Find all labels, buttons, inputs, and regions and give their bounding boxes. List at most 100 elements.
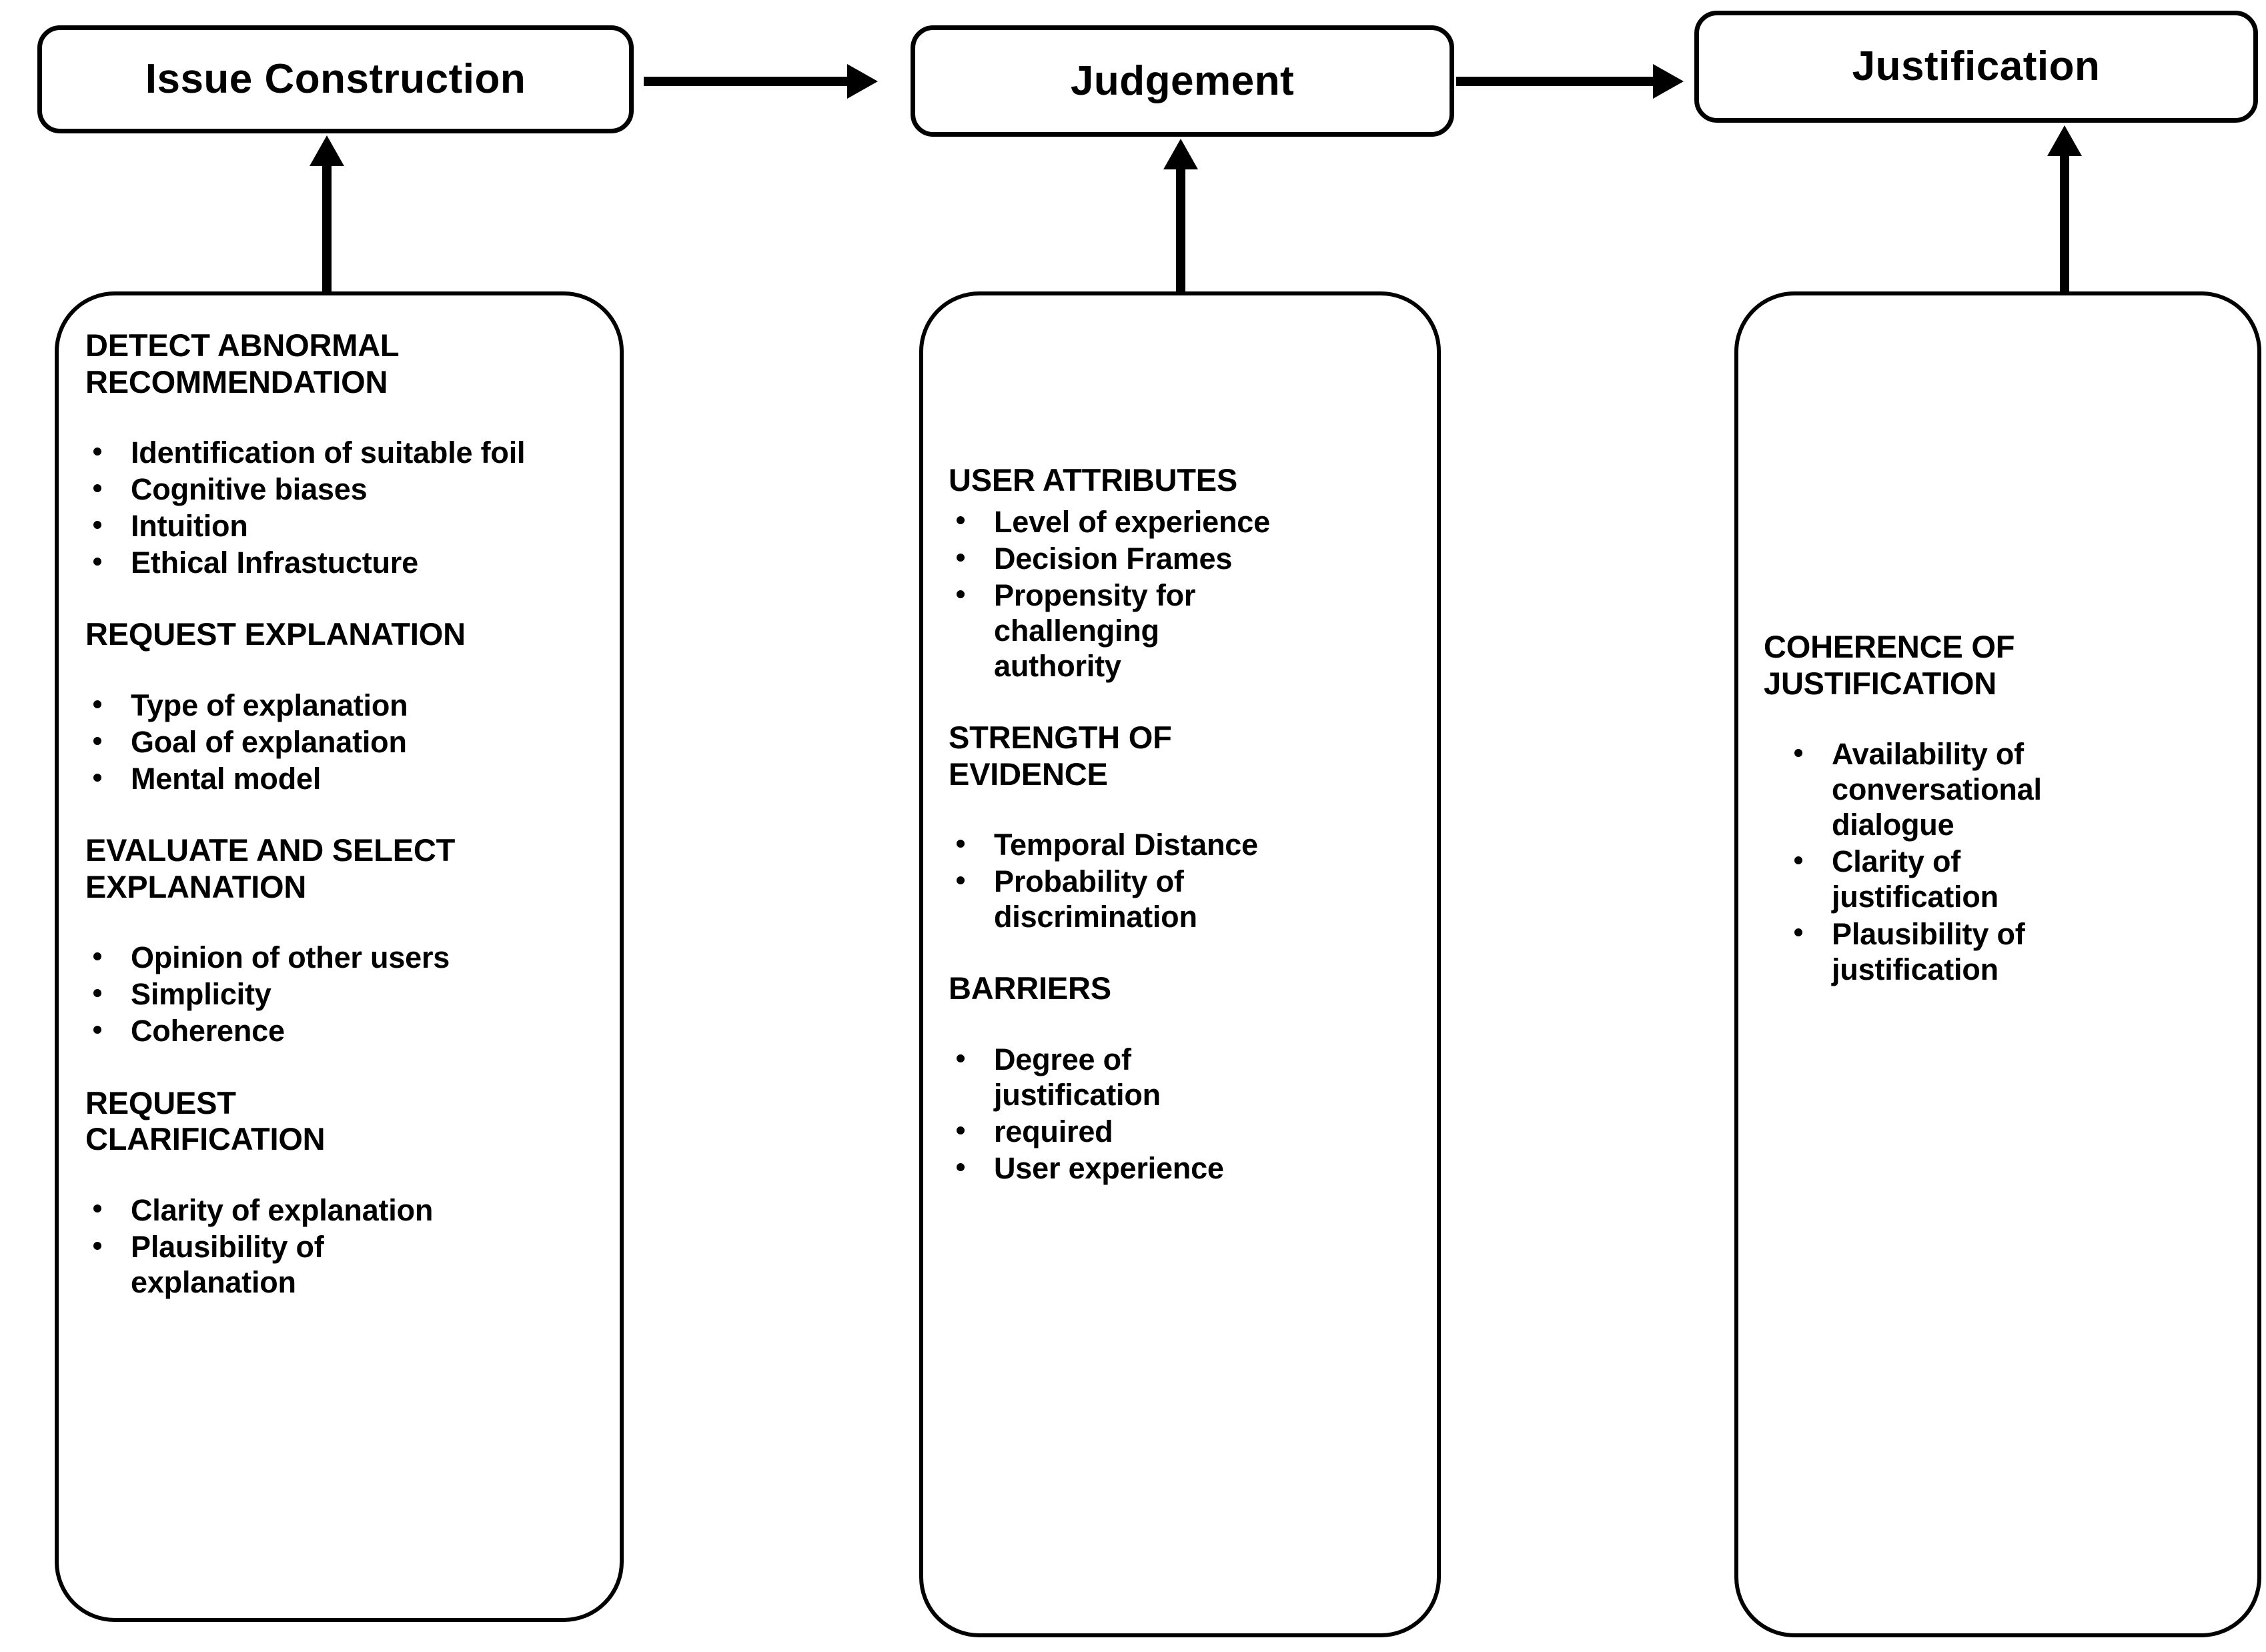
section-items-barriers: Degree of justification required User ex…	[949, 1042, 1414, 1186]
list-item-label: Level of experience	[994, 504, 1270, 539]
list-item-label: Type of explanation	[131, 688, 408, 722]
stage-box-issue-construction[interactable]: Issue Construction	[37, 25, 634, 133]
section-heading-barriers: BARRIERS	[949, 970, 1111, 1006]
list-item-label: Ethical Infrastucture	[131, 546, 418, 580]
list-item: Simplicity	[85, 976, 593, 1012]
panel-judgement[interactable]: USER ATTRIBUTES Level of experience Deci…	[919, 291, 1441, 1637]
list-item-label: Propensity for challenging authority	[994, 578, 1196, 683]
list-item: User experience	[949, 1150, 1414, 1186]
panel-issue-construction[interactable]: DETECT ABNORMAL RECOMMENDATION Identific…	[55, 291, 624, 1622]
bullet-icon	[93, 700, 101, 708]
list-item-label: Simplicity	[131, 977, 271, 1012]
list-item: Decision Frames	[949, 541, 1414, 576]
arrow-shaft	[2060, 152, 2069, 296]
arrow-head	[310, 135, 344, 166]
stage-box-judgement[interactable]: Judgement	[911, 25, 1454, 137]
list-item: Type of explanation	[85, 688, 593, 723]
panel-content-issue-construction: DETECT ABNORMAL RECOMMENDATION Identific…	[59, 327, 620, 1301]
list-item: Probability of discrimination	[949, 864, 1227, 934]
section-heading-strength-of-evidence: STRENGTH OF EVIDENCE	[949, 719, 1172, 792]
list-item: Cognitive biases	[85, 472, 593, 507]
list-item: Goal of explanation	[85, 724, 593, 760]
spacer	[85, 1050, 593, 1085]
section-heading-request-explanation: REQUEST EXPLANATION	[85, 616, 466, 652]
list-item: Temporal Distance	[949, 827, 1414, 862]
section-items-user-attributes: Level of experience Decision Frames Prop…	[949, 504, 1414, 684]
list-item: Plausibility of justification	[1786, 916, 2052, 987]
section-heading-detect-abnormal-recommendation: DETECT ABNORMAL RECOMMENDATION	[85, 327, 400, 399]
spacer	[85, 905, 593, 940]
bullet-icon	[93, 952, 101, 961]
bullet-icon	[93, 484, 101, 493]
list-item-label: Clarity of justification	[1832, 844, 1999, 914]
bullet-icon	[1794, 748, 1802, 757]
bullet-icon	[93, 558, 101, 566]
list-item-label: Decision Frames	[994, 541, 1233, 576]
list-item-label: Availability of conversational dialogue	[1832, 737, 2042, 842]
bullet-icon	[957, 553, 965, 562]
stage-label-judgement: Judgement	[1070, 57, 1295, 104]
section-items-request-clarification: Clarity of explanation Plausibility of e…	[85, 1192, 593, 1300]
list-item-label: Plausibility of justification	[1832, 916, 2025, 986]
bullet-icon	[93, 774, 101, 782]
list-item-label: Mental model	[131, 762, 322, 796]
bullet-icon	[1794, 928, 1802, 937]
list-item: Opinion of other users	[85, 940, 593, 975]
spacer	[85, 582, 593, 616]
list-item: Availability of conversational dialogue	[1786, 736, 2132, 842]
panel-content-judgement: USER ATTRIBUTES Level of experience Deci…	[923, 462, 1437, 1187]
list-item-label: Degree of justification	[994, 1042, 1161, 1112]
arrow-shaft	[322, 162, 332, 295]
list-item: Clarity of justification	[1786, 844, 2032, 914]
list-item-label: User experience	[994, 1151, 1224, 1186]
list-item: Ethical Infrastucture	[85, 545, 593, 580]
bullet-icon	[93, 736, 101, 745]
list-item: Intuition	[85, 508, 593, 544]
stage-label-justification: Justification	[1852, 43, 2101, 90]
bullet-icon	[93, 989, 101, 998]
panel-justification[interactable]: COHERENCE OF JUSTIFICATION Availability …	[1734, 291, 2261, 1637]
list-item-label: Coherence	[131, 1014, 285, 1048]
arrow-head	[1653, 64, 1684, 99]
bullet-icon	[957, 876, 965, 884]
list-item: Degree of justification	[949, 1042, 1194, 1112]
panel-content-justification: COHERENCE OF JUSTIFICATION Availability …	[1738, 629, 2257, 988]
section-items-evaluate-and-select-explanation: Opinion of other users Simplicity Cohere…	[85, 940, 593, 1048]
bullet-icon	[93, 1241, 101, 1250]
section-heading-coherence-of-justification: COHERENCE OF JUSTIFICATION	[1764, 629, 2015, 701]
list-item: Identification of suitable foil	[85, 435, 593, 470]
arrow-head	[847, 64, 878, 99]
section-items-coherence-of-justification: Availability of conversational dialogue …	[1764, 736, 2235, 987]
spacer	[85, 653, 593, 688]
arrow-shaft	[1456, 77, 1658, 86]
arrow-head	[1163, 139, 1198, 169]
bullet-icon	[93, 1204, 101, 1213]
spacer	[949, 499, 1414, 504]
spacer	[949, 685, 1414, 720]
list-item: Level of experience	[949, 504, 1414, 540]
bullet-icon	[957, 1162, 965, 1171]
list-item-label: Opinion of other users	[131, 940, 450, 975]
list-item-label: Temporal Distance	[994, 828, 1258, 862]
bullet-icon	[93, 447, 101, 456]
bullet-icon	[1794, 856, 1802, 865]
spacer	[949, 792, 1414, 827]
list-item: Plausibility of explanation	[85, 1229, 418, 1300]
list-item: Clarity of explanation	[85, 1192, 593, 1228]
section-items-strength-of-evidence: Temporal Distance Probability of discrim…	[949, 827, 1414, 934]
spacer	[85, 400, 593, 435]
spacer	[85, 1158, 593, 1192]
bullet-icon	[957, 516, 965, 525]
section-heading-request-clarification: REQUEST CLARIFICATION	[85, 1084, 326, 1157]
list-item-label: Intuition	[131, 509, 248, 544]
bullet-icon	[957, 1126, 965, 1134]
arrow-head	[2047, 125, 2082, 156]
stage-box-justification[interactable]: Justification	[1694, 11, 2258, 123]
list-item-label: Plausibility of explanation	[131, 1229, 324, 1299]
spacer	[85, 798, 593, 832]
bullet-icon	[957, 839, 965, 848]
section-items-request-explanation: Type of explanation Goal of explanation …	[85, 688, 593, 796]
bullet-icon	[957, 590, 965, 598]
list-item: Propensity for challenging authority	[949, 578, 1214, 684]
